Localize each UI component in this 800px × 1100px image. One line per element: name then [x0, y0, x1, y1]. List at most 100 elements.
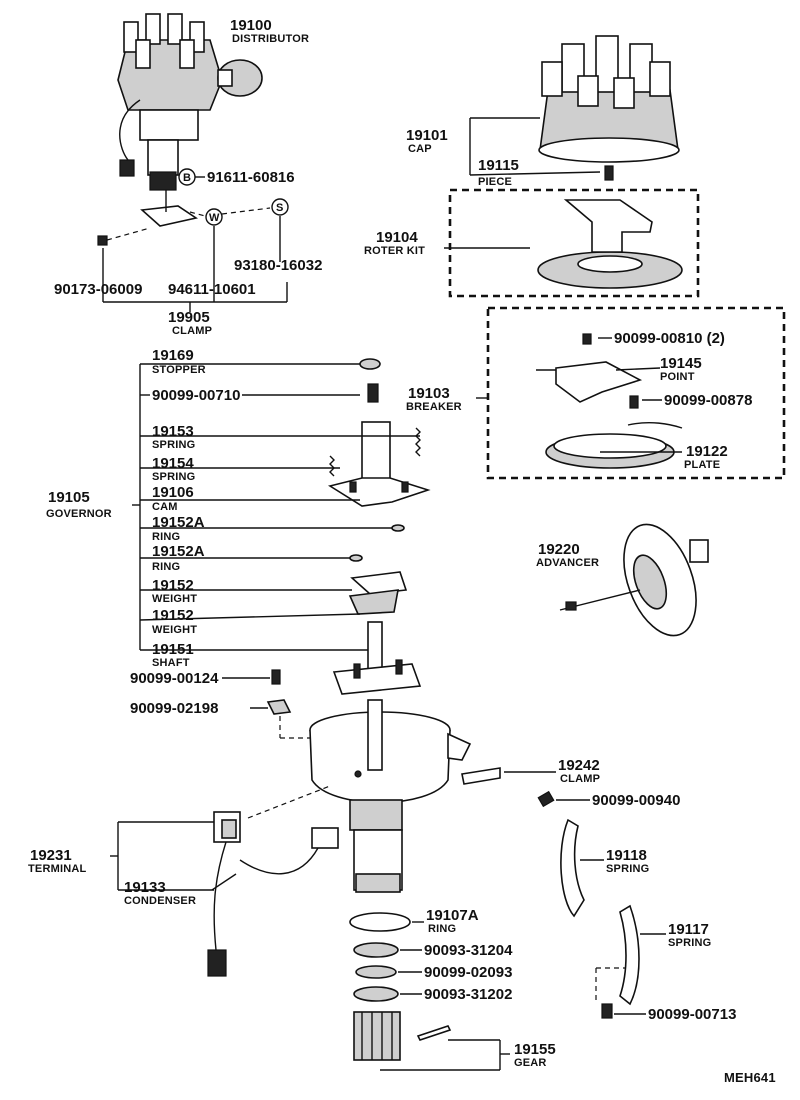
svg-text:S: S [276, 202, 284, 214]
rotor-number: 19104 [376, 229, 418, 246]
spring-154-illustration [329, 455, 335, 477]
ring-a2-illustration [349, 554, 363, 562]
weight-2-name: WEIGHT [152, 624, 197, 636]
bolt-940-icon [537, 790, 555, 808]
point-number: 19145 [660, 355, 702, 372]
spring-153-illustration [415, 427, 421, 457]
distributor-assembly-illustration [117, 13, 263, 227]
stopper-number: 19169 [152, 347, 194, 364]
bolt-940-number: 90099-00940 [592, 792, 680, 809]
distributor-number: 19100 [230, 17, 272, 34]
terminal-number: 19231 [30, 847, 72, 864]
bolt-part-number: 91611-60816 [207, 169, 295, 186]
spring-washer-part-number: 93180-16032 [234, 257, 322, 274]
washer-198-icon [266, 699, 292, 715]
shaft-illustration [332, 621, 422, 695]
cam-name: CAM [152, 501, 178, 513]
shaft-number: 19151 [152, 641, 194, 658]
governor-number: 19105 [48, 489, 90, 506]
distributor-name: DISTRIBUTOR [232, 33, 309, 45]
advancer-number: 19220 [538, 541, 580, 558]
washer-31204-illustration [353, 942, 399, 958]
washer-31204-number: 90093-31204 [424, 942, 513, 959]
screw-710-number: 90099-00710 [152, 387, 240, 404]
housing-illustration [309, 699, 472, 893]
clamp-242-number: 19242 [558, 757, 600, 774]
advancer-illustration [559, 523, 709, 637]
ring-107-number: 19107A [426, 907, 479, 924]
w-circle-icon [205, 208, 223, 226]
spring-153-name: SPRING [152, 439, 195, 451]
cap-illustration [538, 35, 680, 163]
cam-number: 19106 [152, 484, 194, 501]
plate-number: 19122 [686, 443, 728, 460]
spring-118-number: 19118 [606, 847, 647, 864]
terminal-name: TERMINAL [28, 863, 87, 875]
advancer-name: ADVANCER [536, 557, 599, 569]
condenser-number: 19133 [124, 879, 166, 896]
terminal-illustration [207, 811, 241, 977]
svg-text:B: B [183, 172, 191, 184]
ring-107-name: RING [428, 923, 456, 935]
cam-illustration [327, 421, 431, 507]
s-circle-icon [271, 198, 289, 216]
plate-illustration [545, 433, 675, 469]
shaft-name: SHAFT [152, 657, 190, 669]
rotor-kit-box [448, 188, 700, 298]
gear-number: 19155 [514, 1041, 556, 1058]
washer-31202-illustration [353, 986, 399, 1002]
breaker-box [486, 306, 786, 480]
breaker-number: 19103 [408, 385, 450, 402]
rotor-name: ROTER KIT [364, 245, 425, 257]
condenser-illustration [239, 827, 339, 875]
governor-name: GOVERNOR [46, 508, 112, 520]
ring-107-illustration [349, 912, 411, 932]
spring-117-name: SPRING [668, 937, 711, 949]
svg-text:W: W [209, 212, 220, 224]
screw-124-icon [271, 669, 281, 685]
ring-a2-name: RING [152, 561, 180, 573]
stopper-illustration [359, 358, 381, 370]
ring-a1-illustration [391, 524, 405, 532]
plate-name: PLATE [684, 459, 720, 471]
washer-02093-number: 90099-02093 [424, 964, 512, 981]
weight-illustration [348, 571, 408, 615]
diagram-code: MEH641 [724, 1070, 776, 1085]
cap-name: CAP [408, 143, 432, 155]
clamp-top-name: CLAMP [172, 325, 212, 337]
spring-118-name: SPRING [606, 863, 649, 875]
condenser-name: CONDENSER [124, 895, 196, 907]
weight-2-number: 19152 [152, 607, 194, 624]
spring-154-name: SPRING [152, 471, 195, 483]
clamp-242-illustration [461, 767, 501, 785]
breaker-name: BREAKER [406, 401, 462, 413]
piece-name: PIECE [478, 176, 512, 188]
spring-153-number: 19153 [152, 423, 194, 440]
nut-illustration [97, 235, 108, 246]
stopper-name: STOPPER [152, 364, 206, 376]
screw-878-number: 90099-00878 [664, 392, 752, 409]
ring-a2-number: 19152A [152, 543, 205, 560]
piece-illustration [604, 165, 614, 181]
spring-117-number: 19117 [668, 921, 709, 938]
screw-878-icon [629, 395, 639, 409]
cap-number: 19101 [406, 127, 448, 144]
weight-1-number: 19152 [152, 577, 194, 594]
point-name: POINT [660, 371, 695, 383]
ring-a1-number: 19152A [152, 514, 205, 531]
screw-710-icon [367, 383, 379, 403]
weight-1-name: WEIGHT [152, 593, 197, 605]
washer-part-number: 94611-10601 [168, 281, 256, 298]
point-illustration [536, 361, 643, 403]
washer-02093-illustration [355, 965, 397, 979]
spring-118-illustration [560, 818, 585, 918]
nut-part-number: 90173-06009 [54, 281, 142, 298]
screw-124-number: 90099-00124 [130, 670, 219, 687]
washer-198-number: 90099-02198 [130, 700, 218, 717]
gear-illustration [353, 1011, 452, 1061]
spring-117-illustration [619, 904, 640, 1006]
screw-810-number: 90099-00810 (2) [614, 330, 725, 347]
clamp-top-number: 19905 [168, 309, 210, 326]
